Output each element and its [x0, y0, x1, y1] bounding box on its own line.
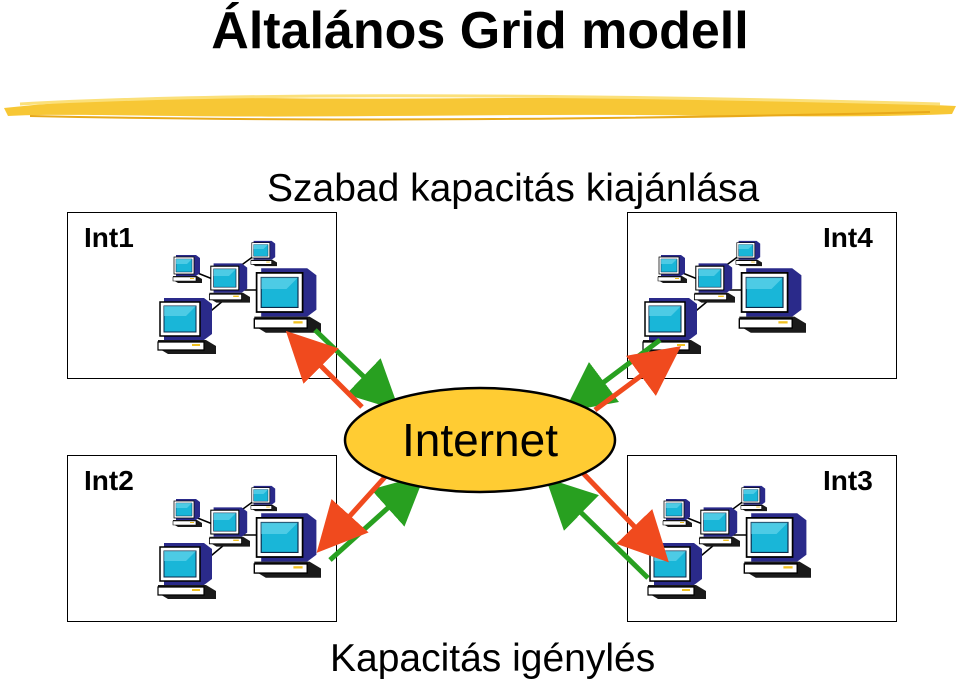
- bottom-label: Kapacitás igénylés: [330, 637, 656, 680]
- computer-icon: [208, 506, 251, 548]
- computer-icon: [208, 262, 251, 304]
- network-label-int2: Int2: [84, 465, 134, 496]
- computer-icon: [157, 297, 217, 355]
- arrow-offer-int1: [313, 328, 400, 411]
- computer-icon: [662, 498, 693, 528]
- network-cluster-int4: [642, 240, 807, 355]
- arrow-offer-int3: [545, 478, 650, 580]
- network-cluster-int2: [157, 485, 322, 600]
- computer-icon: [657, 254, 688, 284]
- computer-icon: [735, 240, 763, 267]
- highlighter-stroke: [4, 94, 956, 121]
- computer-icon: [738, 267, 807, 334]
- internet-ellipse: [343, 386, 617, 494]
- computer-icon: [172, 498, 203, 528]
- computer-icon: [740, 485, 768, 512]
- network-cluster-int3: [647, 485, 812, 600]
- network-cluster-int1: [157, 240, 322, 355]
- computer-icon: [250, 485, 278, 512]
- computer-icon: [743, 512, 812, 579]
- computer-icon: [250, 240, 278, 267]
- arrow-request-int4: [593, 346, 682, 413]
- arrow-request-int1: [285, 330, 364, 409]
- computer-icon: [693, 262, 736, 304]
- top-label: Szabad kapacitás kiajánlása: [267, 167, 760, 210]
- computer-icon: [698, 506, 741, 548]
- network-label-int4: Int4: [823, 222, 873, 253]
- network-label-int3: Int3: [823, 465, 873, 496]
- internet-label: Internet: [402, 414, 558, 466]
- computer-icon: [253, 512, 322, 579]
- arrow-request-int2: [316, 475, 387, 553]
- computer-icon: [157, 542, 217, 600]
- computer-icon: [172, 254, 203, 284]
- page-title: Általános Grid modell: [211, 2, 749, 60]
- network-label-int1: Int1: [84, 222, 134, 253]
- arrow-request-int3: [578, 468, 669, 563]
- computer-icon: [253, 267, 322, 334]
- computer-icon: [647, 542, 707, 600]
